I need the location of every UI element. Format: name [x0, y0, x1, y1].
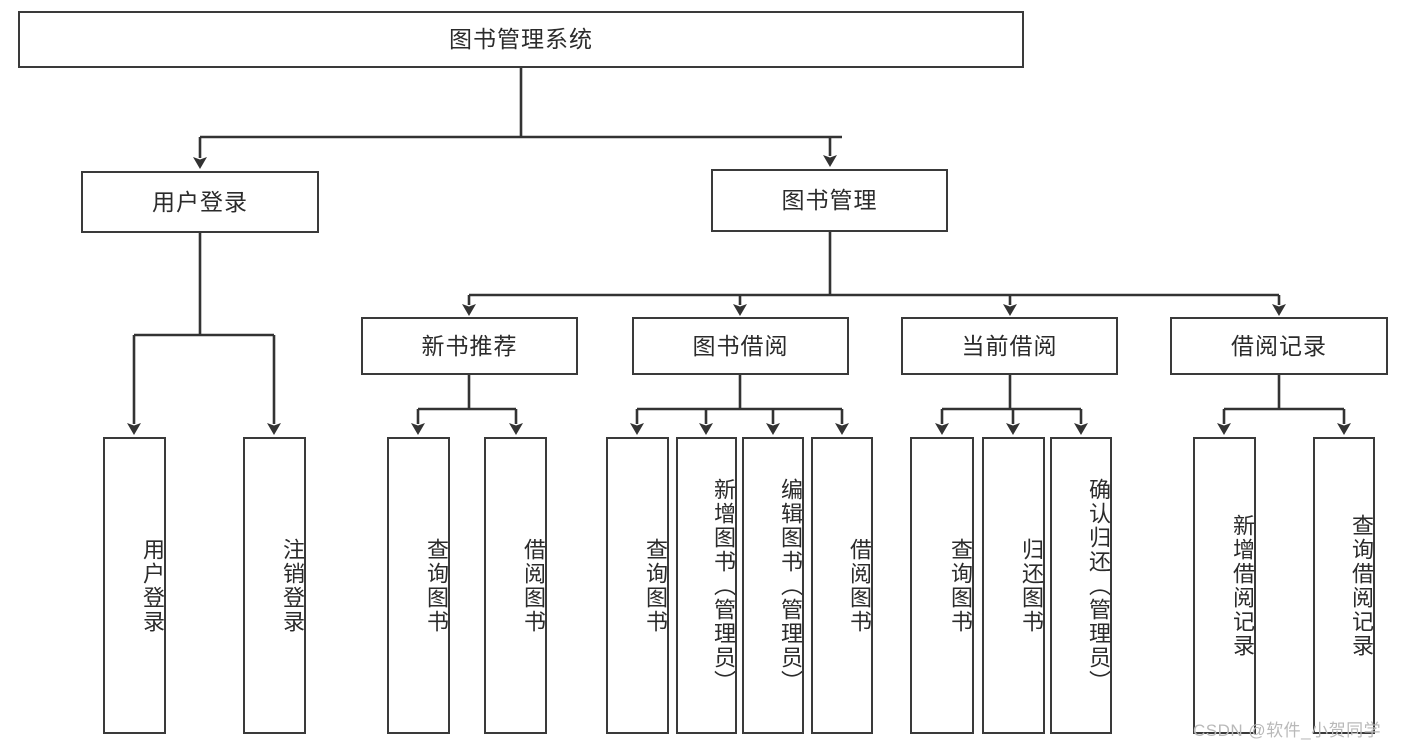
leaf-node-label: 新增图书（管理员） [711, 477, 736, 694]
node-user-login[interactable]: 用户登录 [81, 171, 319, 233]
leaf-node-label: 用户登录 [140, 537, 165, 634]
node-borrow-records-label: 借阅记录 [1231, 332, 1327, 359]
leaf-node[interactable]: 注销登录 [243, 437, 306, 734]
leaf-node[interactable]: 查询借阅记录 [1313, 437, 1375, 734]
leaf-node-label: 新增借阅记录 [1230, 513, 1255, 658]
node-current-borrow-label: 当前借阅 [961, 332, 1058, 359]
node-book-management-label: 图书管理 [781, 187, 878, 214]
leaf-node-label: 注销登录 [280, 537, 305, 634]
leaf-node[interactable]: 借阅图书 [811, 437, 873, 734]
node-book-management[interactable]: 图书管理 [711, 169, 948, 232]
node-user-login-label: 用户登录 [152, 188, 248, 215]
leaf-node-label: 查询借阅记录 [1349, 513, 1374, 658]
node-borrow-records[interactable]: 借阅记录 [1170, 317, 1388, 375]
leaf-node-label: 确认归还（管理员） [1086, 477, 1111, 694]
node-book-borrow-label: 图书借阅 [692, 332, 789, 359]
leaf-node[interactable]: 查询图书 [387, 437, 450, 734]
node-current-borrow[interactable]: 当前借阅 [901, 317, 1118, 375]
leaf-node-label: 编辑图书（管理员） [778, 477, 803, 694]
leaf-node[interactable]: 查询图书 [606, 437, 669, 734]
watermark-text: CSDN @软件_小贺同学 [1193, 721, 1382, 740]
leaf-node-label: 查询图书 [948, 537, 973, 634]
leaf-node[interactable]: 借阅图书 [484, 437, 547, 734]
node-root[interactable]: 图书管理系统 [18, 11, 1024, 68]
leaf-node[interactable]: 归还图书 [982, 437, 1045, 734]
node-root-label: 图书管理系统 [449, 26, 593, 53]
leaf-node[interactable]: 查询图书 [910, 437, 974, 734]
node-book-borrow[interactable]: 图书借阅 [632, 317, 849, 375]
leaf-node-label: 借阅图书 [521, 537, 546, 634]
leaf-node-label: 查询图书 [424, 537, 449, 634]
leaf-node-label: 查询图书 [643, 537, 668, 634]
leaf-node[interactable]: 新增图书（管理员） [676, 437, 737, 734]
node-new-book-recommend-label: 新书推荐 [421, 332, 518, 359]
node-new-book-recommend[interactable]: 新书推荐 [361, 317, 578, 375]
leaf-node[interactable]: 用户登录 [103, 437, 166, 734]
leaf-node[interactable]: 确认归还（管理员） [1050, 437, 1112, 734]
leaf-node[interactable]: 编辑图书（管理员） [742, 437, 804, 734]
leaf-node[interactable]: 新增借阅记录 [1193, 437, 1256, 734]
leaf-node-label: 借阅图书 [847, 537, 872, 634]
leaf-node-label: 归还图书 [1019, 537, 1044, 634]
